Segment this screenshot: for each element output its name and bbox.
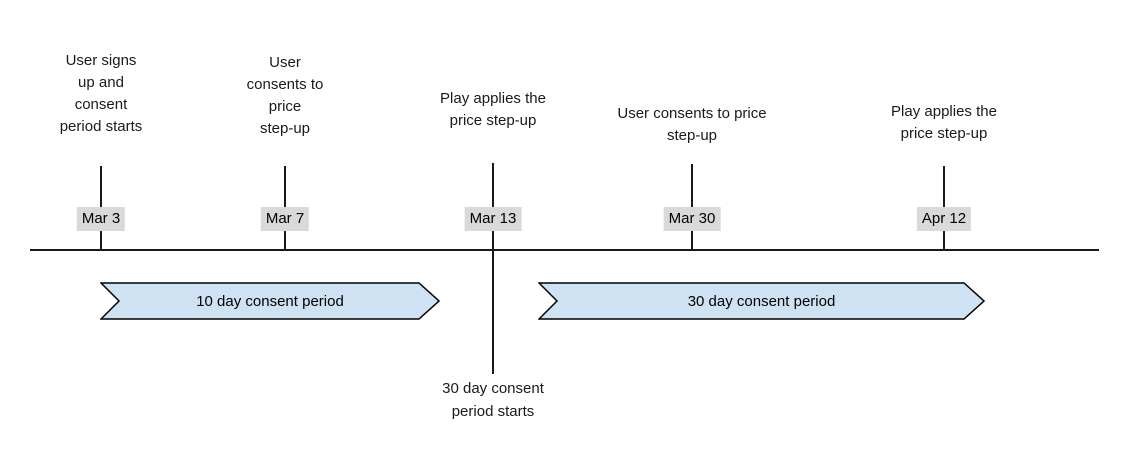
event-description-mar30: User consents to price step-up [617, 105, 767, 144]
event-date-mar13: Mar 13 [464, 207, 522, 231]
event-description-mar3: User signs up and consent period starts [59, 52, 143, 135]
consent-period-banner-30day: 30 day consent period [538, 282, 985, 320]
event-date-mar7: Mar 7 [260, 207, 310, 231]
event-date-mar30: Mar 30 [663, 207, 721, 231]
event-date-mar3: Mar 3 [76, 207, 126, 231]
annotation-30day-period-starts: 30 day consent period starts [442, 380, 544, 420]
consent-period-banner-10day: 10 day consent period [100, 282, 440, 320]
event-description-mar7: User consents to price step-up [246, 54, 324, 137]
timeline-axis [30, 249, 1099, 251]
event-tick-mar13 [492, 163, 494, 374]
consent-period-label-10day: 10 day consent period [196, 292, 344, 310]
consent-period-label-30day: 30 day consent period [687, 292, 836, 310]
chevron-arrow-shape [538, 282, 985, 320]
event-description-apr12: Play applies the price step-up [891, 103, 997, 142]
event-description-mar13: Play applies the price step-up [440, 90, 546, 129]
event-date-apr12: Apr 12 [916, 207, 972, 231]
chevron-arrow-shape [100, 282, 440, 320]
